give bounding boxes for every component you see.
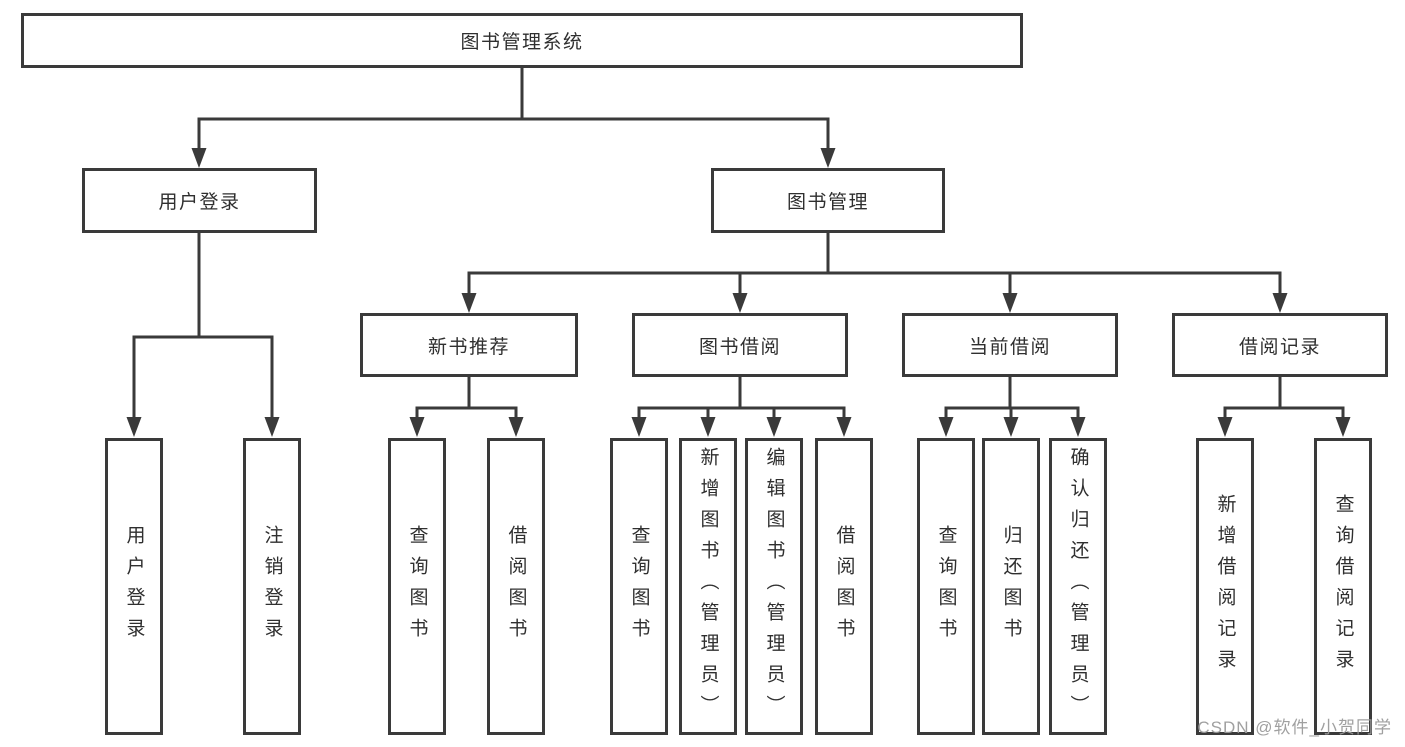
leaf-confirm-return-admin-label: 确认归还（管理员） — [1067, 447, 1089, 726]
node-book-borrowing: 图书借阅 — [632, 313, 848, 377]
leaf-query-books-recommendation-label: 查询图书 — [406, 524, 428, 649]
leaf-query-books-borrowing: 查询图书 — [610, 438, 668, 735]
leaf-borrow-books-recommendation: 借阅图书 — [487, 438, 545, 735]
leaf-borrow-books-recommendation-label: 借阅图书 — [505, 524, 527, 649]
leaf-logout: 注销登录 — [243, 438, 301, 735]
node-current-borrowing-label: 当前借阅 — [968, 336, 1051, 358]
node-borrowing-records-label: 借阅记录 — [1238, 336, 1321, 358]
node-new-book-recommendation: 新书推荐 — [360, 313, 578, 377]
leaf-borrow-books-borrowing: 借阅图书 — [815, 438, 873, 735]
leaf-user-login: 用户登录 — [105, 438, 163, 735]
leaf-query-books-borrowing-label: 查询图书 — [628, 524, 650, 649]
leaf-query-books-current: 查询图书 — [917, 438, 975, 735]
leaf-query-borrow-record: 查询借阅记录 — [1314, 438, 1372, 735]
node-user-login: 用户登录 — [82, 168, 317, 233]
node-user-login-label: 用户登录 — [158, 192, 241, 213]
node-current-borrowing: 当前借阅 — [902, 313, 1118, 377]
leaf-user-login-label: 用户登录 — [123, 524, 145, 649]
node-book-borrowing-label: 图书借阅 — [698, 336, 781, 358]
leaf-edit-book-admin: 编辑图书（管理员） — [745, 438, 803, 735]
leaf-query-books-recommendation: 查询图书 — [388, 438, 446, 735]
node-borrowing-records: 借阅记录 — [1172, 313, 1388, 377]
node-book-management-label: 图书管理 — [786, 192, 869, 213]
leaf-confirm-return-admin: 确认归还（管理员） — [1049, 438, 1107, 735]
leaf-return-book: 归还图书 — [982, 438, 1040, 735]
connector-strokes — [132, 66, 1345, 424]
leaf-logout-label: 注销登录 — [261, 524, 283, 649]
leaf-add-borrow-record: 新增借阅记录 — [1196, 438, 1254, 735]
leaf-add-book-admin-label: 新增图书（管理员） — [697, 447, 719, 726]
node-root-system: 图书管理系统 — [21, 13, 1023, 68]
leaf-return-book-label: 归还图书 — [1000, 524, 1022, 649]
leaf-add-book-admin: 新增图书（管理员） — [679, 438, 737, 735]
node-root-system-label: 图书管理系统 — [460, 32, 584, 53]
leaf-query-books-current-label: 查询图书 — [935, 524, 957, 649]
node-new-book-recommendation-label: 新书推荐 — [427, 336, 510, 358]
node-book-management: 图书管理 — [711, 168, 945, 233]
csdn-watermark: CSDN @软件_小贺同学 — [1197, 718, 1392, 737]
leaf-add-borrow-record-label: 新增借阅记录 — [1214, 493, 1236, 680]
leaf-query-borrow-record-label: 查询借阅记录 — [1332, 493, 1354, 680]
leaf-borrow-books-borrowing-label: 借阅图书 — [833, 524, 855, 649]
leaf-edit-book-admin-label: 编辑图书（管理员） — [763, 447, 785, 726]
